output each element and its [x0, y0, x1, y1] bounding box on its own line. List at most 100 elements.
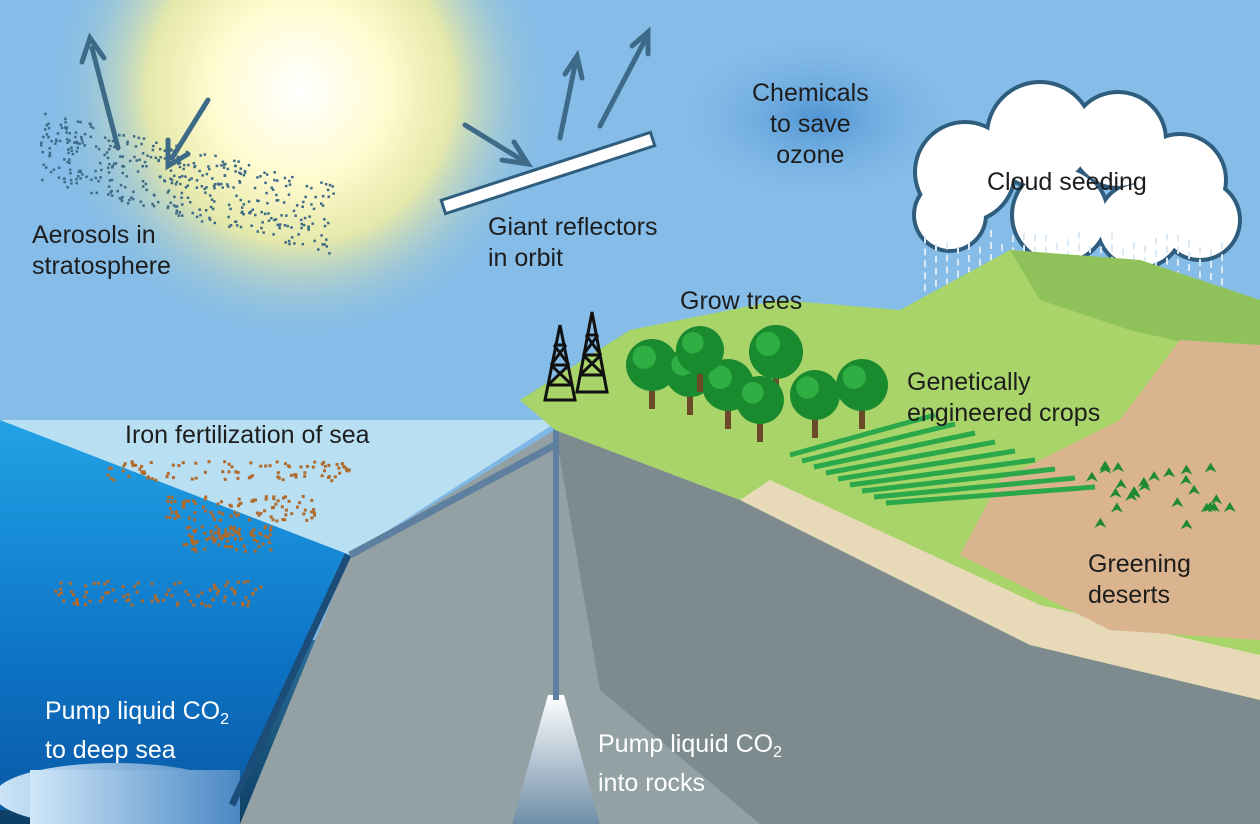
desert-plant — [1110, 502, 1123, 513]
aerosol-particle — [108, 163, 111, 166]
iron-particle — [193, 530, 196, 534]
aerosol-particle — [142, 137, 146, 140]
label-line: Greening — [1088, 550, 1191, 578]
aerosol-particle — [83, 144, 86, 147]
iron-particle — [170, 495, 174, 499]
aerosol-particle — [221, 160, 225, 164]
aerosol-particle — [47, 122, 50, 126]
iron-particle — [84, 584, 88, 588]
aerosol-particle — [181, 203, 184, 206]
hills — [1010, 250, 1260, 360]
aerosol-particle — [299, 218, 303, 222]
aerosol-particle — [283, 176, 287, 180]
aerosol-particle — [80, 138, 84, 141]
iron-particle — [165, 592, 169, 596]
aerosol-particle — [74, 135, 77, 139]
aerosol-particle — [177, 162, 180, 165]
aerosol-particle — [235, 224, 239, 227]
aerosol-particle — [209, 205, 213, 209]
iron-particle — [230, 465, 234, 469]
iron-particle — [227, 462, 231, 466]
iron-particle — [220, 500, 223, 504]
aerosol-particle — [328, 183, 332, 187]
aerosol-particle — [78, 169, 82, 172]
desert-plant — [1148, 470, 1161, 481]
iron-particle — [310, 516, 314, 520]
iron-particle — [213, 531, 217, 535]
iron-particle — [289, 473, 293, 477]
aerosol-particle — [228, 225, 231, 228]
iron-particle — [338, 471, 342, 475]
tree-highlight — [796, 376, 819, 399]
iron-particle — [257, 545, 261, 549]
aerosol-particle — [40, 141, 43, 144]
aerosol-particle — [200, 185, 204, 188]
aerosol-particle — [301, 242, 305, 246]
iron-particle — [227, 470, 231, 474]
aerosol-particle — [211, 177, 214, 180]
iron-particle — [135, 590, 139, 594]
aerosol-particle — [132, 135, 136, 138]
crop-row — [789, 412, 936, 458]
iron-particle — [299, 465, 303, 469]
aerosol-particle — [265, 191, 268, 195]
iron-particle — [238, 502, 242, 506]
aerosol-particle — [260, 226, 263, 230]
aerosol-particle — [205, 186, 208, 189]
aerosol-particle — [216, 182, 220, 186]
aerosol-particle — [240, 211, 243, 214]
desert-plant — [1204, 462, 1217, 473]
aerosol-particle — [204, 191, 207, 194]
aerosol-particle — [67, 148, 70, 151]
aerosol-particle — [178, 211, 182, 214]
aerosol-particle — [151, 148, 155, 152]
aerosol-particle — [56, 132, 60, 135]
aerosol-particle — [243, 169, 247, 173]
aerosol-particle — [184, 175, 187, 178]
aerosol-particle — [278, 226, 281, 230]
aerosol-particle — [275, 193, 278, 197]
iron-particle — [121, 469, 125, 473]
iron-particle — [194, 528, 198, 532]
iron-particle — [88, 599, 92, 603]
aerosol-particle — [215, 164, 219, 168]
aerosol-particle — [75, 140, 78, 144]
iron-particle — [269, 548, 273, 552]
sea — [0, 420, 350, 810]
iron-particle — [107, 466, 111, 470]
aerosol-particle — [320, 181, 323, 184]
iron-particle — [212, 540, 216, 544]
aerosol-particle — [294, 214, 297, 217]
iron-particle — [312, 511, 316, 515]
aerosol-particle — [257, 199, 260, 203]
aerosol-particle — [106, 156, 110, 160]
iron-particle — [268, 464, 272, 468]
aerosol-particle — [116, 189, 119, 193]
iron-particle — [287, 464, 290, 468]
rock-shadow — [555, 430, 1260, 824]
aerosol-particle — [305, 184, 309, 188]
aerosol-particle — [284, 184, 288, 188]
aerosol-particle — [321, 204, 325, 207]
iron-particle — [182, 506, 186, 510]
aerosol-particle — [66, 141, 69, 144]
crop-row — [861, 466, 1056, 494]
aerosol-particle — [119, 155, 122, 158]
iron-particle — [200, 601, 204, 605]
aerosol-particle — [113, 145, 116, 149]
aerosol-particle — [256, 176, 259, 179]
arrow-icon — [79, 32, 107, 65]
aerosol-particle — [239, 198, 242, 202]
aerosol-particle — [57, 176, 61, 179]
aerosol-particle — [308, 215, 311, 218]
aerosol-particle — [70, 182, 73, 185]
aerosol-particle — [205, 172, 209, 176]
aerosol-particle — [209, 194, 212, 197]
aerosol-particle — [45, 124, 48, 127]
iron-particle — [280, 505, 284, 509]
aerosol-particle — [285, 214, 288, 217]
tree-trunk — [725, 403, 731, 429]
aerosol-particle — [76, 174, 80, 178]
iron-particle — [103, 582, 107, 586]
aerosol-particle — [273, 218, 276, 222]
